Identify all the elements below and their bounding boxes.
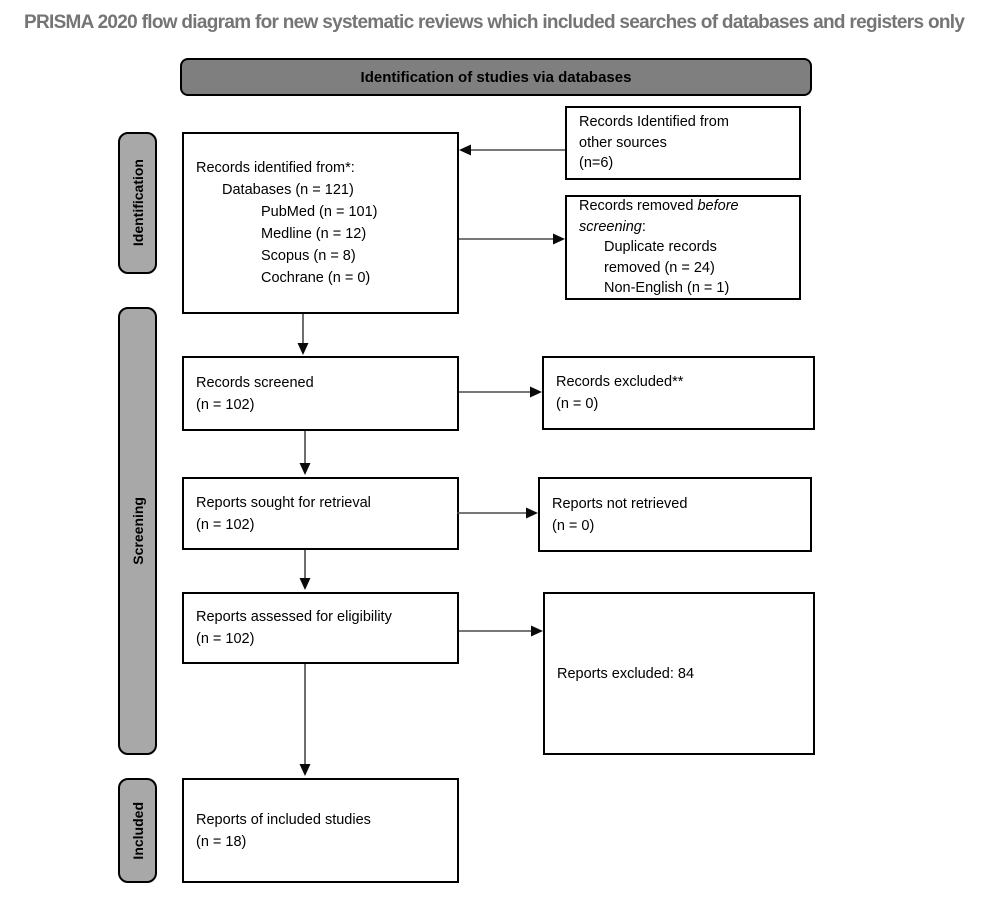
reports-not-retrieved-line: Reports not retrieved (552, 495, 688, 512)
records-removed-italic: before (697, 198, 739, 215)
stage-label-identification-text: Identification (129, 159, 146, 247)
reports-included-line: Reports of included studies (196, 811, 371, 828)
arrowhead-left-icon (459, 144, 471, 156)
box-other-sources: Records Identified from other sources (n… (565, 106, 801, 180)
records-removed-text: : (641, 218, 646, 235)
other-sources-line: other sources (579, 134, 667, 151)
records-excluded-line: Records excluded** (556, 374, 684, 390)
reports-not-retrieved-count: (n = 0) (552, 517, 595, 534)
reports-included-count: (n = 18) (196, 833, 247, 850)
records-identified-source: Cochrane (n = 0) (261, 270, 371, 286)
stage-label-identification: Identification (118, 132, 157, 274)
records-screened-line: Records screened (196, 374, 314, 391)
records-identified-title: Records identified from*: (196, 160, 355, 176)
arrowhead-right-icon (531, 625, 543, 637)
box-reports-excluded: Reports excluded: 84 (543, 592, 815, 755)
box-reports-assessed: Reports assessed for eligibility (n = 10… (182, 592, 459, 664)
records-removed-italic: screening (579, 218, 642, 235)
arrowhead-right-icon (530, 386, 542, 398)
records-identified-source: PubMed (n = 101) (261, 204, 378, 220)
reports-excluded-line: Reports excluded: 84 (557, 665, 695, 682)
other-sources-count: (n=6) (579, 155, 614, 172)
reports-sought-line: Reports sought for retrieval (196, 494, 371, 511)
arrowhead-down-icon (299, 463, 311, 475)
records-removed-item: Non-English (n = 1) (604, 280, 730, 297)
stage-label-screening: Screening (118, 307, 157, 755)
records-removed-text: Records removed (579, 198, 698, 215)
box-records-screened: Records screened (n = 102) (182, 356, 459, 431)
arrowhead-down-icon (297, 343, 309, 355)
stage-label-included: Included (118, 778, 157, 883)
records-removed-item: Duplicate records (604, 239, 717, 256)
header-banner: Identification of studies via databases (180, 58, 812, 96)
header-banner-label: Identification of studies via databases (360, 68, 632, 86)
stage-label-screening-text: Screening (129, 497, 146, 565)
box-records-excluded: Records excluded** (n = 0) (542, 356, 815, 430)
records-screened-count: (n = 102) (196, 396, 255, 413)
records-removed-title-line1: Records removed before (579, 196, 791, 217)
records-identified-source: Medline (n = 12) (261, 226, 367, 242)
arrowhead-right-icon (553, 233, 565, 245)
records-identified-databases: Databases (n = 121) (222, 182, 354, 198)
box-reports-not-retrieved: Reports not retrieved (n = 0) (538, 477, 812, 552)
stage-label-included-text: Included (129, 801, 146, 860)
arrowhead-down-icon (299, 578, 311, 590)
records-excluded-count: (n = 0) (556, 396, 599, 412)
records-removed-title-line2: screening: (579, 217, 791, 238)
box-records-identified: Records identified from*: Databases (n =… (182, 132, 459, 314)
box-reports-included: Reports of included studies (n = 18) (182, 778, 459, 883)
records-removed-item: removed (n = 24) (604, 259, 715, 276)
reports-assessed-line: Reports assessed for eligibility (196, 609, 392, 625)
reports-sought-count: (n = 102) (196, 516, 255, 533)
arrowhead-down-icon (299, 764, 311, 776)
box-reports-sought: Reports sought for retrieval (n = 102) (182, 477, 459, 550)
arrowhead-right-icon (526, 507, 538, 519)
page-title: PRISMA 2020 flow diagram for new systema… (24, 12, 965, 33)
reports-assessed-count: (n = 102) (196, 631, 255, 647)
records-identified-source: Scopus (n = 8) (261, 248, 356, 264)
box-records-removed: Records removed before screening: Duplic… (565, 195, 801, 300)
other-sources-line: Records Identified from (579, 114, 729, 131)
